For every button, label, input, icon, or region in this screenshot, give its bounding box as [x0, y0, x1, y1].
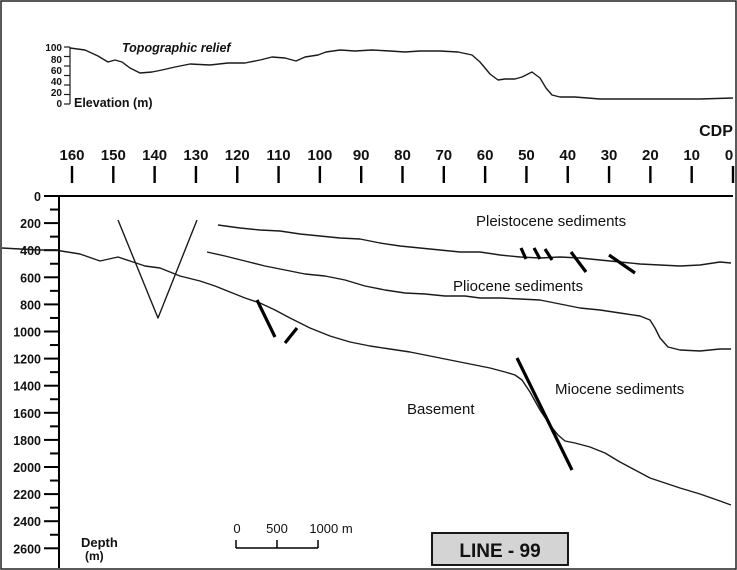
elevation-tick-label: 20	[51, 88, 63, 99]
depth-tick-labels: 0 200 400 600 800 1000 1200 1400 1600 1800 2000 220…	[13, 190, 41, 556]
cdp-tick-label: 40	[559, 147, 576, 164]
cdp-tick-label: 80	[394, 147, 411, 164]
cdp-tick-label: 150	[101, 147, 126, 164]
basement-label: Basement	[407, 401, 475, 418]
depth-tick-label: 2200	[13, 488, 41, 502]
cdp-axis-title: CDP	[699, 123, 733, 140]
depth-tick-label: 1000	[13, 326, 41, 340]
v-shaped-channel	[117, 219, 198, 319]
depth-tick-label: 400	[20, 244, 41, 258]
basement-horizon	[1, 247, 732, 506]
cdp-tick-label: 20	[642, 147, 659, 164]
depth-axis-label: Depth	[81, 535, 118, 550]
cdp-tick-label: 60	[477, 147, 494, 164]
line-label-box: LINE - 99	[431, 532, 569, 566]
depth-tick-label: 1600	[13, 407, 41, 421]
elevation-tick-label: 100	[45, 43, 62, 54]
pleistocene-label: Pleistocene sediments	[476, 213, 626, 230]
cdp-tick-label: 120	[225, 147, 250, 164]
scale-bar-label: 1000 m	[309, 521, 352, 536]
fault-line	[519, 247, 528, 260]
cdp-tick-label: 160	[59, 147, 84, 164]
fault-line	[283, 327, 299, 344]
pliocene-label: Pliocene sediments	[453, 278, 583, 295]
fault-line	[255, 299, 277, 338]
elevation-tick-label: 0	[56, 99, 62, 110]
fault-line	[608, 253, 636, 275]
cdp-tick-label: 90	[353, 147, 370, 164]
cdp-tick-label: 70	[435, 147, 452, 164]
miocene-label: Miocene sediments	[555, 381, 684, 398]
depth-tick-label: 0	[34, 190, 41, 204]
line-label-text: LINE - 99	[459, 541, 540, 562]
elevation-axis-label: Elevation (m)	[74, 96, 153, 110]
fault-line	[569, 251, 588, 273]
depth-tick-label: 800	[20, 298, 41, 312]
cdp-tick-label: 0	[725, 147, 733, 164]
pleistocene-base-horizon	[217, 224, 732, 267]
line-label-background	[431, 532, 569, 566]
fault-line	[543, 248, 554, 261]
topography-panel: 100 80 60 40 20 0 Topographic relief Ele…	[45, 41, 734, 110]
elevation-tick-label: 80	[51, 55, 63, 66]
depth-tick-label: 1200	[13, 353, 41, 367]
depth-tick-label: 1800	[13, 434, 41, 448]
faults	[255, 247, 636, 471]
cdp-tick-label: 10	[683, 147, 700, 164]
depth-axis-unit: (m)	[85, 549, 104, 563]
elevation-axis-ticks	[64, 46, 70, 105]
depth-tick-label: 2400	[13, 515, 41, 529]
depth-tick-label: 600	[20, 271, 41, 285]
scale-bar-label: 0	[233, 521, 240, 536]
horizons	[1, 224, 732, 506]
elevation-tick-label: 60	[51, 66, 63, 77]
major-fault-line	[515, 357, 574, 471]
scale-bar: 0 500 1000 m	[233, 521, 353, 549]
scale-bar-label: 500	[266, 521, 288, 536]
pliocene-base-horizon	[206, 251, 731, 352]
depth-tick-label: 2600	[13, 542, 41, 556]
cdp-tick-label: 30	[601, 147, 618, 164]
cdp-tick-label: 50	[518, 147, 535, 164]
elevation-tick-label: 40	[51, 77, 63, 88]
topography-profile	[69, 47, 734, 100]
cdp-tick-label: 140	[142, 147, 167, 164]
cdp-tick-marks	[70, 166, 735, 183]
depth-axis: 0 200 400 600 800 1000 1200 1400 1600 1800 2000 220…	[13, 190, 733, 568]
cdp-tick-label: 110	[266, 147, 290, 164]
topographic-relief-title: Topographic relief	[122, 41, 232, 55]
cdp-tick-label: 100	[307, 147, 332, 164]
depth-tick-label: 2000	[13, 461, 41, 475]
cdp-tick-label: 130	[183, 147, 208, 164]
depth-tick-label: 1400	[13, 380, 41, 394]
depth-tick-label: 200	[20, 217, 41, 231]
fault-line	[532, 247, 542, 260]
depth-tick-marks	[44, 195, 59, 550]
